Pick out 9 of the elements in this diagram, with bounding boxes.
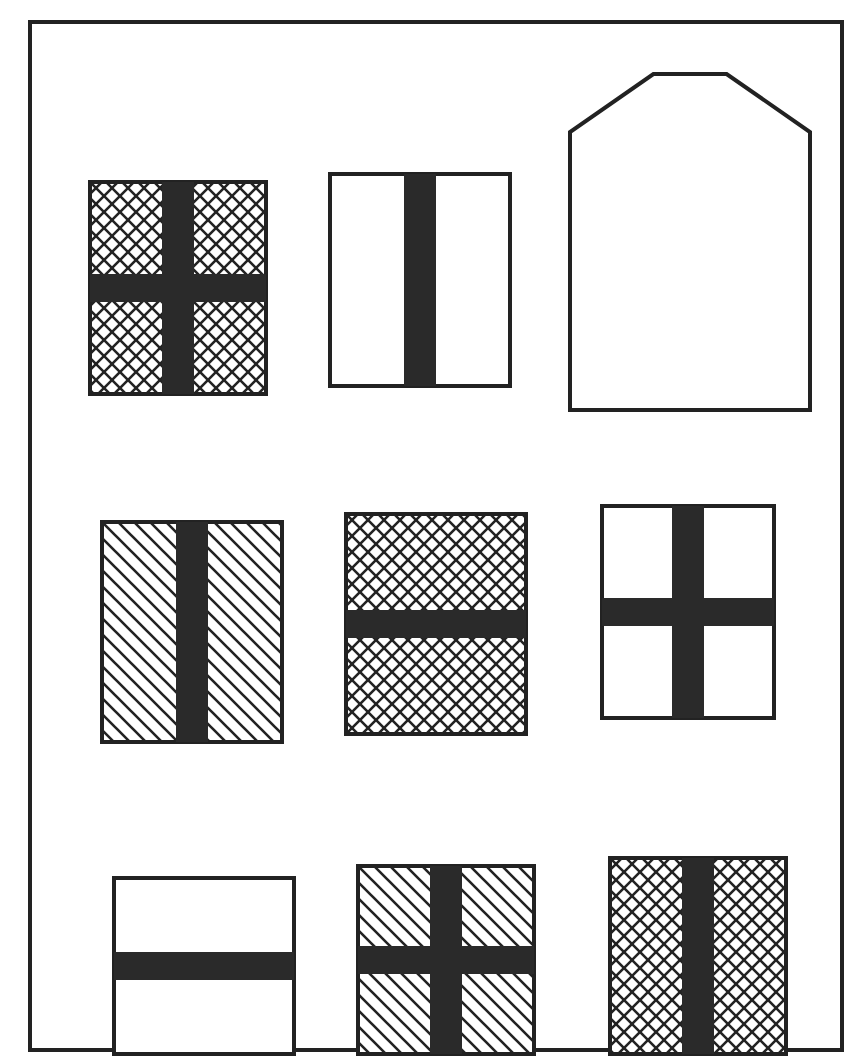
blank-answer-tile xyxy=(568,72,812,412)
pattern-tile xyxy=(608,856,788,1056)
pattern-tile xyxy=(600,504,776,720)
pattern-tile xyxy=(88,180,268,396)
pattern-tile xyxy=(356,864,536,1056)
pattern-tile xyxy=(344,512,528,736)
pattern-tile xyxy=(328,172,512,388)
pattern-tile xyxy=(112,876,296,1056)
pattern-tile xyxy=(100,520,284,744)
